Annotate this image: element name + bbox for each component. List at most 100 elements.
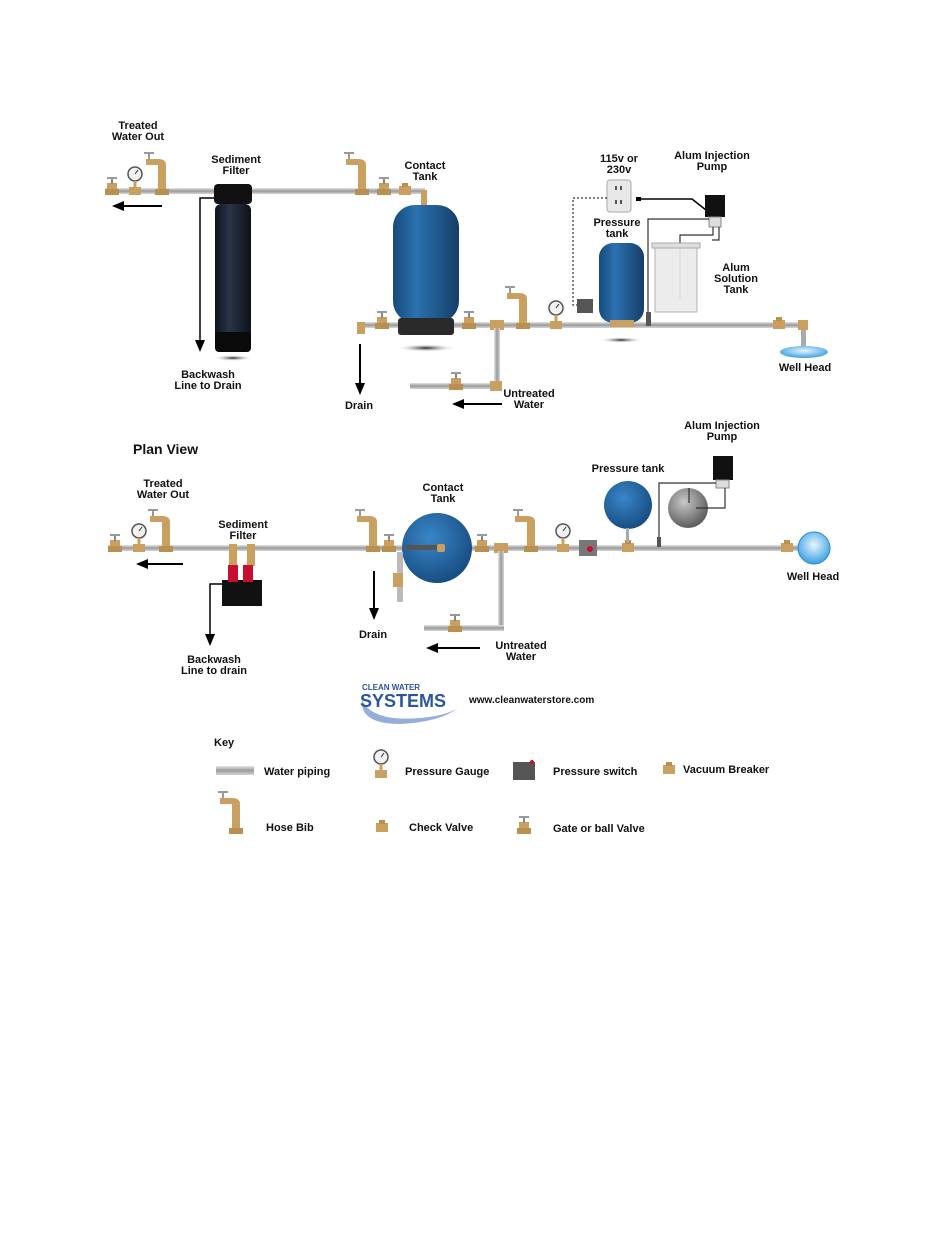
power-outlet: [606, 179, 632, 213]
clean-water-systems-logo: CLEAN WATER SYSTEMS: [360, 683, 458, 724]
label-treated-water-out-plan: Treated Water Out: [136, 478, 190, 501]
gate-valve-icon: [375, 311, 389, 329]
contact-tank: [393, 205, 459, 323]
key-label-hose-bib: Hose Bib: [266, 822, 314, 834]
label-drain-plan: Drain: [358, 629, 388, 641]
pump-cord: [638, 198, 707, 211]
drain-arrow-head: [355, 383, 365, 395]
gate-valve-icon: [448, 614, 462, 632]
pressure-gauge-icon: [555, 523, 571, 553]
label-well-head: Well Head: [778, 362, 832, 374]
well-head: [780, 346, 828, 358]
label-alum-solution-tank: Alum Solution Tank: [714, 262, 758, 296]
gate-valve-icon: [517, 816, 531, 834]
pipe-riser-contact: [421, 190, 427, 208]
logo-main-text: SYSTEMS: [360, 691, 446, 711]
key-title: Key: [214, 737, 235, 749]
gate-valve-icon: [462, 311, 476, 329]
vacuum-breaker-icon: [663, 762, 675, 774]
key-label-water-piping: Water piping: [264, 766, 331, 778]
label-alum-injection-pump: Alum Injection Pump: [674, 150, 750, 173]
label-untreated-water-plan: Untreated Water: [495, 640, 547, 663]
gate-valve-icon: [449, 372, 463, 390]
shadow: [213, 355, 253, 361]
label-contact-tank-plan: Contact Tank: [422, 482, 464, 505]
contact-tank-base: [398, 318, 454, 335]
label-sediment-filter: Sediment Filter: [211, 154, 261, 177]
gate-valve-icon: [105, 177, 119, 195]
key-label-check-valve: Check Valve: [409, 822, 474, 834]
label-backwash: Backwash Line to Drain: [174, 369, 242, 392]
sediment-filter-tank: [215, 204, 251, 352]
elbow-fitting: [490, 381, 502, 391]
alum-injection-pump: [705, 195, 725, 217]
key-label-vacuum-breaker: Vacuum Breaker: [683, 764, 770, 776]
website-url[interactable]: www.cleanwaterstore.com: [469, 695, 595, 706]
pressure-gauge-icon: [548, 300, 564, 330]
check-valve-icon: [773, 317, 785, 329]
flow-arrow-head: [112, 201, 124, 211]
pipe-top: [105, 188, 425, 194]
pipe-untreated: [424, 625, 504, 631]
injection-line: [658, 482, 716, 545]
backwash-line: [209, 583, 222, 638]
gate-valve-icon: [382, 534, 396, 552]
backwash-arrow: [205, 634, 215, 646]
flow-arrow-head: [426, 643, 438, 653]
label-well-head-plan: Well Head: [786, 571, 840, 583]
elbow-fitting: [798, 320, 808, 330]
check-valve-icon: [376, 820, 388, 832]
label-sediment-filter-plan: Sediment Filter: [218, 519, 268, 542]
pressure-tank-plan: [604, 481, 652, 529]
label-drain: Drain: [344, 400, 374, 412]
pressure-gauge-icon: [131, 523, 147, 553]
sediment-filter-base: [215, 332, 251, 352]
shadow: [599, 337, 643, 343]
key-label-pressure-switch: Pressure switch: [553, 766, 638, 778]
alum-injection-pump-plan: [713, 456, 733, 480]
gate-valve-icon: [475, 534, 489, 552]
key-icons: [216, 749, 675, 834]
pressure-switch-icon: [513, 762, 535, 780]
pressure-gauge-icon: [373, 749, 389, 779]
drain-arrow-head: [369, 608, 379, 620]
key-label-gate-valve: Gate or ball Valve: [553, 823, 645, 835]
elevation-view: [105, 152, 828, 409]
pipe-branch: [494, 328, 500, 386]
well-head-plan: [797, 531, 831, 565]
flow-arrow-head: [452, 399, 464, 409]
pressure-switch-icon: [577, 299, 593, 313]
label-backwash-plan: Backwash Line to drain: [181, 654, 247, 677]
tee-fitting: [494, 543, 508, 553]
label-contact-tank: Contact Tank: [404, 160, 446, 183]
label-treated-water-out: Treated Water Out: [111, 120, 165, 143]
plan-view: [108, 456, 831, 653]
water-piping-icon: [216, 766, 254, 775]
flow-arrow-head: [136, 559, 148, 569]
logo-top-text: CLEAN WATER: [362, 683, 420, 692]
gate-valve-icon: [108, 534, 122, 552]
shadow: [396, 344, 456, 352]
sediment-filter-head: [214, 184, 252, 204]
label-pressure-tank: Pressure tank: [593, 217, 641, 240]
plan-view-title: Plan View: [133, 441, 199, 457]
label-pressure-tank-plan: Pressure tank: [591, 463, 665, 475]
label-untreated-water: Untreated Water: [503, 388, 555, 411]
sediment-filter-plan: [222, 580, 262, 606]
injection-line: [647, 218, 709, 320]
alum-solution-tank: [654, 244, 698, 313]
elbow-fitting: [357, 322, 365, 334]
backwash-line: [199, 197, 214, 345]
check-valve-icon: [399, 183, 411, 195]
pipe-branch: [498, 551, 504, 629]
pressure-gauge-icon: [127, 166, 143, 196]
label-power-outlet: 115v or 230v: [600, 153, 638, 176]
hose-bib-icon: [218, 791, 243, 834]
tee-fitting: [490, 320, 504, 330]
alum-solution-tank-plan: [668, 488, 708, 528]
backwash-arrow: [195, 340, 205, 352]
check-valve-icon: [781, 540, 793, 552]
pressure-tank: [599, 243, 644, 323]
key-label-pressure-gauge: Pressure Gauge: [405, 766, 490, 778]
